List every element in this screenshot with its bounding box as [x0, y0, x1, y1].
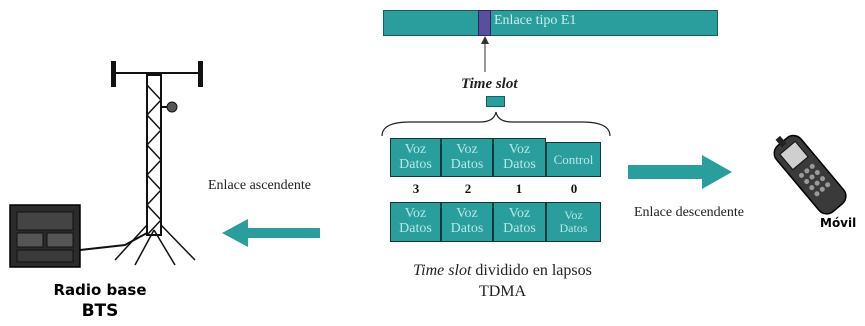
base-station-tower-icon: [9, 61, 203, 268]
upper-cell-slot-0: Control: [546, 142, 601, 177]
mobile-label: Móvil: [820, 216, 857, 230]
uplink-label: Enlace ascendente: [208, 178, 311, 193]
base-station-line-2: BTS: [81, 301, 119, 321]
uplink-arrow-icon: [222, 219, 320, 247]
time-slot-label: Time slot: [461, 76, 518, 92]
up-arrow-icon: [481, 36, 489, 72]
tdma-caption: Time slot dividido en lapsos TDMA: [370, 260, 635, 302]
mobile-phone-icon: [773, 134, 847, 215]
slot-number-1: 1: [515, 181, 523, 196]
slot-number-3: 3: [412, 181, 420, 196]
slot-number-2: 2: [464, 181, 472, 196]
e1-link-bar: [383, 10, 718, 36]
caption-line-2: TDMA: [478, 283, 527, 300]
time-slot-block: [486, 96, 505, 107]
caption-line-1: Time slot dividido en lapsos: [413, 262, 592, 279]
e1-selected-slot: [478, 10, 491, 36]
brace-icon: [381, 111, 611, 137]
base-station-line-1: Radio base: [53, 281, 147, 299]
downlink-label: Enlace descendente: [634, 205, 744, 220]
base-station-label: Radio base BTS: [20, 280, 180, 322]
e1-link-label: Enlace tipo E1: [494, 13, 577, 28]
downlink-arrow-icon: [628, 155, 732, 189]
slot-number-0: 0: [570, 181, 578, 196]
